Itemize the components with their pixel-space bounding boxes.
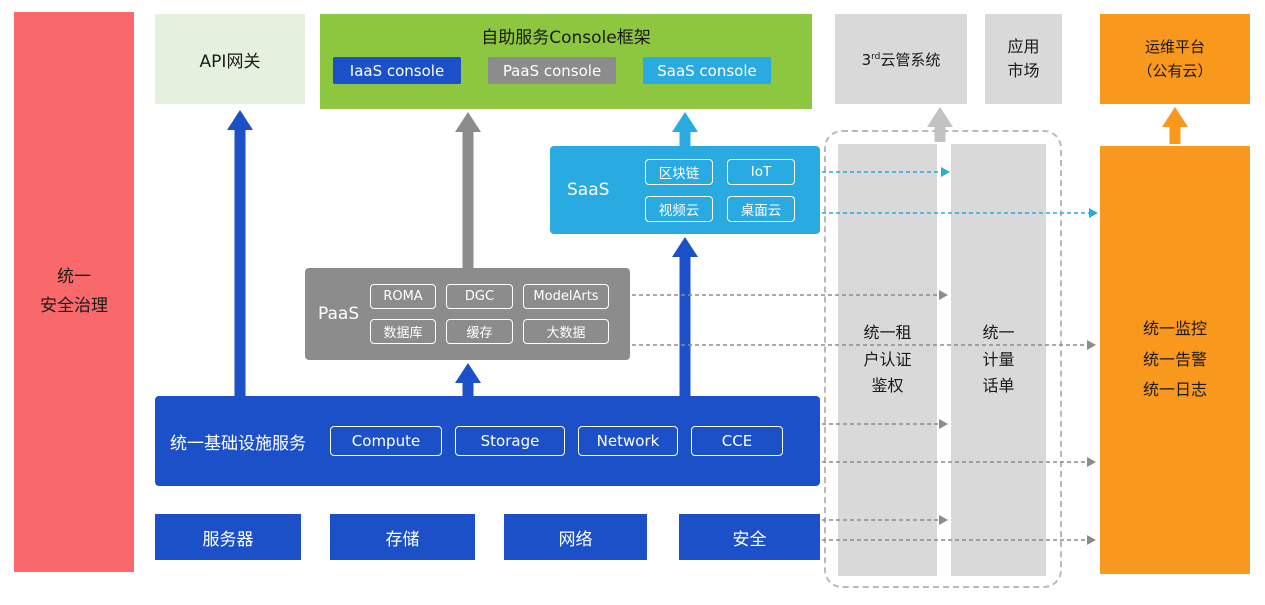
third-party-superscript: rd	[871, 51, 881, 62]
infra-item-storage: Storage	[455, 426, 565, 456]
saas-item-desktop-cloud: 桌面云	[727, 195, 795, 222]
app-market-box: 应用 市场	[985, 14, 1062, 104]
iaas-console-chip: IaaS console	[333, 57, 461, 84]
console-chip-row: IaaS console PaaS console SaaS console	[320, 57, 812, 84]
infra-item-network: Network	[578, 426, 678, 456]
paas-layer-box: PaaS ROMA DGC ModelArts 数据库 缓存 大数据	[305, 268, 630, 360]
api-gateway-box: API网关	[155, 14, 305, 104]
infra-item-compute: Compute	[330, 426, 442, 456]
ops-platform-public-cloud-box: 运维平台 （公有云）	[1100, 14, 1250, 104]
paas-layer-label: PaaS	[318, 304, 360, 324]
third-party-label: 3rd云管系统	[861, 50, 941, 69]
paas-item-roma: ROMA	[370, 284, 436, 309]
hardware-storage-box: 存储	[330, 514, 475, 560]
hardware-network-box: 网络	[504, 514, 647, 560]
unified-infrastructure-box: 统一基础设施服务 Compute Storage Network CCE	[155, 396, 820, 486]
monitor-alarm-log-bar: 统一监控 统一告警 统一日志	[1100, 146, 1250, 574]
infrastructure-label: 统一基础设施服务	[170, 433, 306, 454]
tenant-auth-bar: 统一租 户认证 鉴权	[838, 144, 937, 576]
saas-item-blockchain: 区块链	[645, 158, 713, 185]
infra-item-cce: CCE	[691, 426, 783, 456]
saas-console-chip: SaaS console	[643, 57, 771, 84]
security-governance-bar: 统一 安全治理	[14, 12, 134, 572]
infrastructure-items-row: Compute Storage Network CCE	[330, 426, 783, 456]
hardware-security-box: 安全	[679, 514, 820, 560]
paas-console-chip: PaaS console	[488, 57, 616, 84]
saas-layer-box: SaaS 区块链 IoT 视频云 桌面云	[550, 146, 820, 234]
paas-item-database: 数据库	[370, 319, 436, 344]
third-party-cloud-mgmt-box: 3rd云管系统	[835, 14, 967, 104]
paas-items-grid: ROMA DGC ModelArts 数据库 缓存 大数据	[370, 284, 609, 344]
console-framework-title: 自助服务Console框架	[481, 28, 651, 48]
paas-item-cache: 缓存	[446, 319, 513, 344]
saas-item-video-cloud: 视频云	[645, 195, 713, 222]
metering-billing-bar: 统一 计量 话单	[951, 144, 1046, 576]
hardware-server-box: 服务器	[155, 514, 301, 560]
saas-items-grid: 区块链 IoT 视频云 桌面云	[645, 158, 795, 222]
paas-item-dgc: DGC	[446, 284, 513, 309]
console-framework-box: 自助服务Console框架 IaaS console PaaS console …	[320, 14, 812, 109]
saas-layer-label: SaaS	[567, 180, 610, 200]
paas-item-bigdata: 大数据	[523, 319, 609, 344]
saas-item-iot: IoT	[727, 158, 795, 185]
paas-item-modelarts: ModelArts	[523, 284, 609, 309]
